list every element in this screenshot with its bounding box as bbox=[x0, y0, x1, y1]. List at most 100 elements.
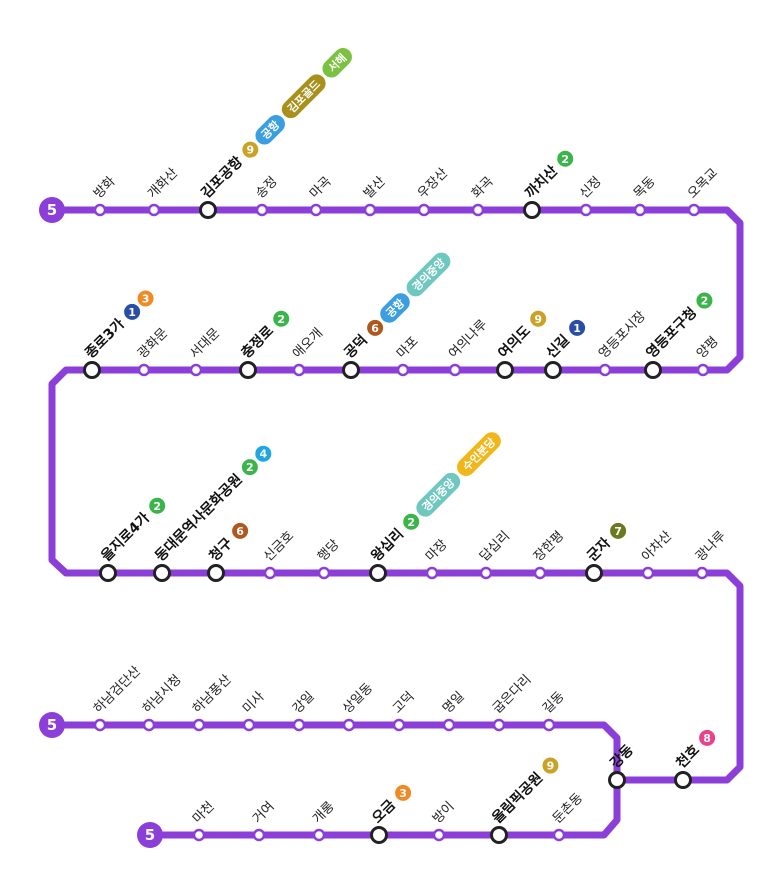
transfer-station-marker[interactable] bbox=[490, 826, 508, 844]
station-marker[interactable] bbox=[696, 363, 710, 377]
station-name: 여의나루 bbox=[446, 317, 490, 361]
station-name: 발산 bbox=[361, 174, 389, 202]
station-label-group: 군자7 bbox=[584, 522, 627, 565]
station-marker[interactable] bbox=[292, 363, 306, 377]
station-marker[interactable] bbox=[312, 828, 326, 842]
station-name: 장한평 bbox=[531, 529, 567, 565]
transfer-station-marker[interactable] bbox=[239, 361, 257, 379]
station-marker[interactable] bbox=[192, 828, 206, 842]
station-marker[interactable] bbox=[552, 828, 566, 842]
station-marker[interactable] bbox=[292, 718, 306, 732]
station[interactable]: 여의나루 bbox=[446, 317, 491, 377]
station-marker[interactable] bbox=[442, 718, 456, 732]
station-name: 신길 bbox=[543, 332, 573, 362]
station-name: 오목교 bbox=[685, 166, 721, 202]
station-marker[interactable] bbox=[687, 203, 701, 217]
station-marker[interactable] bbox=[93, 718, 107, 732]
station-marker[interactable] bbox=[695, 566, 709, 580]
transfer-line-badge: 2 bbox=[403, 513, 420, 530]
station-marker[interactable] bbox=[363, 203, 377, 217]
station-marker[interactable] bbox=[252, 828, 266, 842]
station-marker[interactable] bbox=[633, 203, 647, 217]
station-label-group: 굽은다리 bbox=[490, 672, 534, 716]
station-marker[interactable] bbox=[471, 203, 485, 217]
station-marker[interactable] bbox=[432, 828, 446, 842]
transfer-station-marker[interactable] bbox=[544, 361, 562, 379]
station[interactable]: 굽은다리 bbox=[490, 672, 534, 732]
transfer-station-marker[interactable] bbox=[207, 564, 225, 582]
station-label-group: 양평 bbox=[694, 334, 722, 362]
station-marker[interactable] bbox=[309, 203, 323, 217]
transfer-station-marker[interactable] bbox=[608, 771, 626, 789]
station-marker[interactable] bbox=[425, 566, 439, 580]
station-label-group: 방화 bbox=[91, 174, 119, 202]
station-label-group: 마포 bbox=[394, 334, 422, 362]
station-marker[interactable] bbox=[492, 718, 506, 732]
station-marker[interactable] bbox=[448, 363, 462, 377]
station-marker[interactable] bbox=[579, 203, 593, 217]
transfer-line-number: 1 bbox=[128, 306, 136, 319]
transfer-station-marker[interactable] bbox=[674, 771, 692, 789]
track-segment bbox=[48, 206, 744, 784]
station-marker[interactable] bbox=[147, 203, 161, 217]
station-label-group: 화곡 bbox=[469, 174, 497, 202]
transfer-station-marker[interactable] bbox=[370, 826, 388, 844]
transfer-station-marker[interactable] bbox=[342, 361, 360, 379]
station[interactable]: 하남풍산 bbox=[190, 672, 235, 732]
station-marker[interactable] bbox=[598, 363, 612, 377]
station-marker[interactable] bbox=[317, 566, 331, 580]
station-marker[interactable] bbox=[192, 718, 206, 732]
station-label-group: 신정 bbox=[577, 174, 605, 202]
station-marker[interactable] bbox=[542, 718, 556, 732]
station-name: 신금호 bbox=[261, 529, 297, 565]
transfer-station-marker[interactable] bbox=[369, 564, 387, 582]
line-number-label: 5 bbox=[47, 716, 57, 734]
station-marker[interactable] bbox=[392, 718, 406, 732]
transfer-line-number: 6 bbox=[236, 525, 244, 538]
line-number-label: 5 bbox=[145, 826, 155, 844]
station-label-group: 여의나루 bbox=[446, 317, 490, 361]
transfer-line-badge: 2 bbox=[696, 292, 713, 309]
station-name: 강일 bbox=[290, 689, 318, 717]
transfer-station-marker[interactable] bbox=[585, 564, 603, 582]
station-marker[interactable] bbox=[142, 718, 156, 732]
station-marker[interactable] bbox=[396, 363, 410, 377]
transfer-station-marker[interactable] bbox=[523, 201, 541, 219]
station[interactable]: 하남시청 bbox=[140, 672, 184, 732]
transfer-line-number: 8 bbox=[703, 732, 711, 745]
transfer-line-pill: 서해 bbox=[322, 48, 352, 78]
transfer-station-marker[interactable] bbox=[644, 361, 662, 379]
station-name: 광나루 bbox=[693, 529, 729, 565]
station-label-group: 우장산 bbox=[415, 166, 451, 202]
station[interactable]: 영등포시장 bbox=[596, 309, 649, 377]
transfer-line-name: 경의중앙 bbox=[419, 475, 458, 514]
transfer-station-marker[interactable] bbox=[153, 564, 171, 582]
station-marker[interactable] bbox=[533, 566, 547, 580]
station-label-group: 강일 bbox=[290, 689, 318, 717]
station[interactable]: 하남검단산 bbox=[91, 664, 144, 732]
station-marker[interactable] bbox=[641, 566, 655, 580]
station-label-group: 답십리 bbox=[477, 529, 513, 565]
station-marker[interactable] bbox=[255, 203, 269, 217]
transfer-station-marker[interactable] bbox=[99, 564, 117, 582]
station-marker[interactable] bbox=[342, 718, 356, 732]
transfer-station-marker[interactable] bbox=[199, 201, 217, 219]
station-marker[interactable] bbox=[137, 363, 151, 377]
transfer-line-number: 9 bbox=[547, 760, 555, 773]
transfer-line-pill: 경의중앙 bbox=[416, 472, 461, 517]
station-label-group: 개화산 bbox=[145, 166, 181, 202]
station-marker[interactable] bbox=[479, 566, 493, 580]
transfer-line-number: 2 bbox=[277, 313, 285, 326]
station-name: 을지로4가 bbox=[98, 510, 153, 565]
transfer-station-marker[interactable] bbox=[496, 361, 514, 379]
station-marker[interactable] bbox=[242, 718, 256, 732]
transfer-station-marker[interactable] bbox=[83, 361, 101, 379]
station-marker[interactable] bbox=[263, 566, 277, 580]
station-marker[interactable] bbox=[417, 203, 431, 217]
station-marker[interactable] bbox=[189, 363, 203, 377]
station-marker[interactable] bbox=[93, 203, 107, 217]
